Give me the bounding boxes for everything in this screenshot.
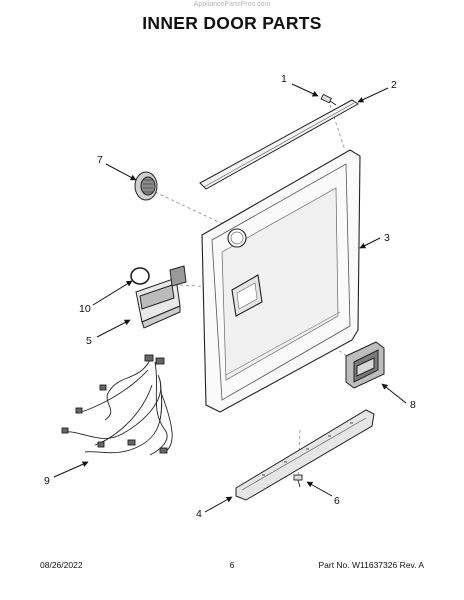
callout-9: 9 bbox=[44, 475, 50, 487]
watermark: AppliancePartsPros.com bbox=[193, 1, 271, 8]
wire-harness-part-9 bbox=[61, 354, 173, 456]
control-module-part-8 bbox=[345, 341, 385, 389]
gasket-ring-part-10 bbox=[130, 267, 150, 285]
callout-5: 5 bbox=[86, 335, 92, 347]
callout-3: 3 bbox=[384, 232, 390, 244]
screw-part-1 bbox=[320, 93, 337, 106]
callout-6: 6 bbox=[334, 495, 340, 507]
callout-1: 1 bbox=[281, 73, 287, 85]
screw-part-6 bbox=[293, 474, 303, 488]
bottom-trim-strip bbox=[235, 409, 375, 501]
callout-8: 8 bbox=[410, 399, 416, 411]
dispenser-part-5 bbox=[135, 265, 187, 329]
callout-4: 4 bbox=[196, 508, 202, 520]
vent-cap-part-7 bbox=[134, 171, 158, 201]
inner-door-panel bbox=[201, 149, 361, 413]
top-trim-strip bbox=[199, 99, 359, 190]
footer-page-number: 6 bbox=[229, 560, 235, 570]
page-title: INNER DOOR PARTS bbox=[142, 13, 322, 33]
footer-part-number: Part No. W11637326 Rev. A bbox=[318, 560, 424, 570]
callout-arrows bbox=[53, 83, 407, 513]
footer-date: 08/26/2022 bbox=[40, 560, 83, 570]
callout-10: 10 bbox=[79, 303, 91, 315]
callout-7: 7 bbox=[97, 154, 103, 166]
callout-2: 2 bbox=[391, 79, 397, 91]
